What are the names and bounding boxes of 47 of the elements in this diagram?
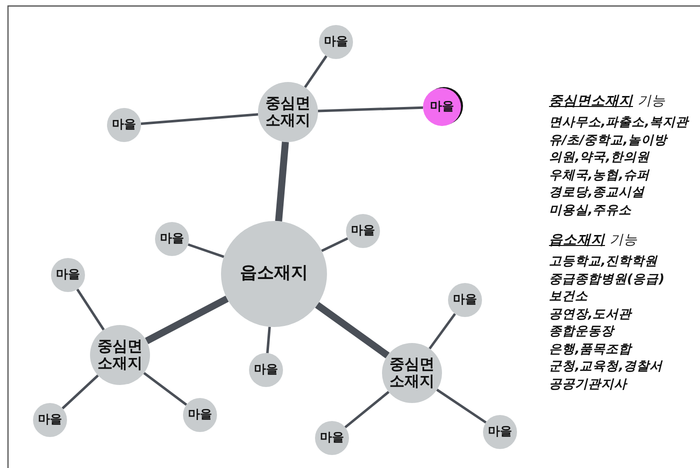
hub-circle: 중심면 소재지	[258, 82, 318, 142]
connector-line	[188, 243, 224, 258]
list-item: 면사무소,파출소,복지관	[549, 114, 688, 131]
connector-line	[318, 106, 424, 112]
list-item: 의원,약국,한의원	[549, 149, 650, 166]
list-item: 미용실,주유소	[549, 202, 632, 218]
connector-line	[62, 374, 99, 410]
connector-line	[428, 313, 456, 350]
list-item: 군청,교육청,경찰서	[549, 358, 662, 375]
list-item: 고등학교,진학학원	[549, 253, 658, 270]
connector-line	[275, 142, 289, 222]
connector-line	[266, 326, 271, 354]
village-circle: 마을	[448, 283, 482, 317]
connector-line	[344, 390, 390, 428]
hub-circle: 중심면 소재지	[90, 325, 150, 385]
list-item: 종합운동장	[549, 323, 614, 340]
list-item: 보건소	[549, 288, 588, 305]
village-circle: 마을	[33, 403, 67, 437]
list-item: 우체국,농협,슈퍼	[549, 166, 650, 184]
village-circle: 마을	[107, 108, 141, 142]
list-heading: 읍소재지 기능	[549, 231, 638, 249]
village-circle: 마을	[346, 214, 380, 248]
hub-circle: 중심면 소재지	[382, 343, 442, 403]
village-circle: 마을	[483, 415, 517, 449]
connector-line	[144, 296, 229, 344]
village-circle: 마을	[155, 222, 189, 256]
connector-line	[76, 288, 105, 330]
list-item: 은행,품목조합	[549, 340, 632, 358]
connector-line	[304, 55, 328, 88]
village-circle: 마을	[315, 421, 349, 455]
connector-line	[315, 302, 390, 358]
village-circle: 마을	[423, 88, 461, 126]
town-circle: 읍소재지	[221, 221, 327, 327]
list-item: 유/초/중학교,놀이방	[549, 132, 667, 148]
connector-line	[143, 372, 188, 406]
connector-line	[321, 237, 348, 252]
village-circle: 마을	[51, 258, 85, 292]
connector-line	[436, 388, 487, 424]
list-item: 중급종합병원(응급)	[549, 270, 664, 288]
connector-line	[140, 113, 258, 125]
list-heading: 중심면소재지 기능	[549, 92, 666, 110]
list-item: 공연장,도서관	[549, 306, 632, 322]
village-circle: 마을	[319, 25, 353, 59]
village-circle: 마을	[249, 353, 283, 387]
list-item: 공공기관지사	[549, 376, 627, 392]
village-circle: 마을	[183, 398, 217, 432]
list-item: 경로당,종교시설	[549, 184, 645, 201]
